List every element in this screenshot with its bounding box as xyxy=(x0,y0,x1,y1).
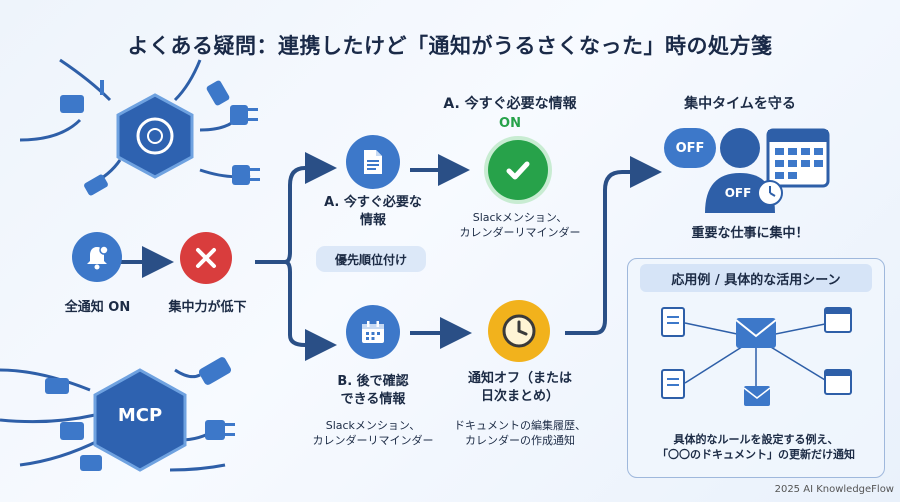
usecase-desc: 具体的なルールを設定する例え、 「〇〇のドキュメント」の更新だけ通知 xyxy=(634,432,878,462)
mcp-label: MCP xyxy=(117,405,163,426)
branch-bottom-label-line2: できる情報 xyxy=(340,392,406,407)
usecase-title: 応用例 / 具体的な活用シーン xyxy=(640,264,872,292)
branch-top-label-line1: A. 今すぐ必要な xyxy=(324,195,422,210)
result-on-desc-line2: カレンダーリマインダー xyxy=(459,226,581,239)
clock-icon xyxy=(488,300,550,362)
x-icon xyxy=(180,232,232,284)
result-off-desc-line1: ドキュメントの編集履歴、 xyxy=(454,419,586,432)
priority-pill: 優先順位付け xyxy=(316,246,426,272)
calendar-icon xyxy=(346,305,400,359)
branch-bottom-desc-line2: カレンダーリマインダー xyxy=(312,434,434,447)
branch-top-label-line2: 情報 xyxy=(359,213,386,228)
result-off-label-line1: 通知オフ（または xyxy=(467,371,572,386)
branch-top-label: A. 今すぐ必要な 情報 xyxy=(308,194,438,230)
person-calendar-illustration xyxy=(705,128,830,213)
off-badge: OFF xyxy=(664,128,716,168)
branch-bottom-label-line1: B. 後で確認 xyxy=(337,374,409,389)
focus-down-label: 集中力が低下 xyxy=(168,300,247,315)
all-notify-label: 全通知 ON xyxy=(64,300,131,315)
result-off-label: 通知オフ（または 日次まとめ） xyxy=(440,370,600,406)
plug-icons-bottom xyxy=(45,357,235,471)
result-off-desc-line2: カレンダーの作成通知 xyxy=(465,434,575,447)
page-title: よくある疑問：連携したけど「通知がうるさくなった」時の処方箋 xyxy=(127,34,773,58)
result-off-desc: ドキュメントの編集履歴、 カレンダーの作成通知 xyxy=(434,418,606,448)
arrow-clock-to-focus xyxy=(565,156,662,335)
on-state-label: ON xyxy=(499,116,521,131)
branch-bottom-desc: Slackメンション、 カレンダーリマインダー xyxy=(290,418,456,448)
off-badge-small: OFF xyxy=(724,186,752,200)
ai-hex-logo xyxy=(116,93,194,179)
result-off-label-line2: 日次まとめ） xyxy=(480,389,559,404)
branch-bottom-desc-line1: Slackメンション、 xyxy=(325,419,421,432)
usecase-desc-line1: 具体的なルールを設定する例え、 xyxy=(673,433,839,446)
branch-bottom-label: B. 後で確認 できる情報 xyxy=(308,373,438,409)
result-on-desc: Slackメンション、 カレンダーリマインダー xyxy=(440,210,600,240)
usecase-desc-line2: 「〇〇のドキュメント」の更新だけ通知 xyxy=(657,448,855,461)
focus-time-title: 集中タイムを守る xyxy=(684,96,796,112)
document-icon xyxy=(346,135,400,189)
plug-decoration-bottom xyxy=(0,368,226,472)
footer-credit: 2025 AI KnowledgeFlow xyxy=(774,484,894,495)
plug-icons-top xyxy=(60,80,260,196)
mcp-hex xyxy=(93,368,187,472)
check-icon xyxy=(488,140,548,200)
result-on-desc-line1: Slackメンション、 xyxy=(472,211,568,224)
focus-time-caption: 重要な仕事に集中！ xyxy=(691,226,809,241)
bell-icon xyxy=(72,232,122,282)
usecase-illustration xyxy=(661,307,852,406)
arrow-split-bottom xyxy=(284,260,337,361)
result-on-header: A. 今すぐ必要な情報 xyxy=(443,96,577,112)
